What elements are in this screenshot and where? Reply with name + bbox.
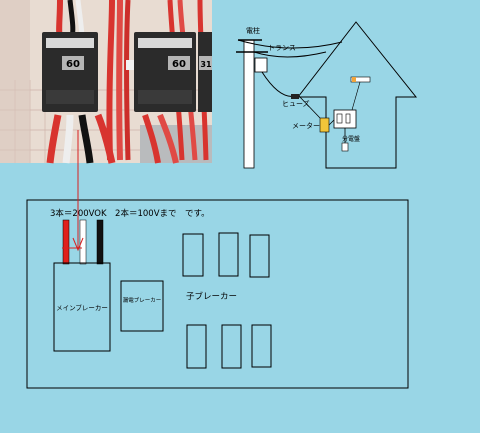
branch-breaker xyxy=(249,234,270,278)
main-breaker-label: メインブレーカー xyxy=(56,303,108,312)
branch-breaker xyxy=(218,232,239,277)
transformer-label: トランス xyxy=(268,44,296,52)
white-wire xyxy=(79,219,87,265)
wiring-note: 3本＝200VOK 2本＝100Vまで です。 xyxy=(50,208,210,219)
pole-label: 電柱 xyxy=(246,26,260,35)
fuse-icon xyxy=(291,94,299,99)
rating-label: 31 xyxy=(200,60,212,69)
panel-label: 分電盤 xyxy=(342,135,360,143)
branch-breaker-label: 子ブレーカー xyxy=(186,291,237,302)
leakage-breaker-box xyxy=(120,280,164,332)
main-breaker-box xyxy=(53,262,111,352)
utility-pole xyxy=(243,39,255,169)
transformer-icon xyxy=(254,57,268,73)
branch-breaker xyxy=(251,324,272,368)
panel-schematic: 3本＝200VOK 2本＝100Vまで です。 メインブレーカー 漏電ブレーカー… xyxy=(26,199,409,389)
meter-label: メーター xyxy=(292,121,320,130)
breaker-photo: 60 60 31 xyxy=(0,0,212,164)
rating-label: 60 xyxy=(66,59,80,70)
house-outline xyxy=(296,21,418,169)
black-wire xyxy=(96,219,104,265)
branch-breaker xyxy=(182,233,204,277)
meter-icon xyxy=(319,117,330,133)
red-wire xyxy=(62,219,70,265)
branch-breaker xyxy=(186,324,207,369)
connector-arrow xyxy=(62,130,84,252)
photo-main-breaker: 60 xyxy=(42,32,98,112)
photo-leakage-breaker: 60 xyxy=(134,32,196,112)
branch-breaker xyxy=(221,324,242,369)
lamp-icon xyxy=(350,76,371,83)
leakage-breaker-label: 漏電ブレーカー xyxy=(123,296,162,304)
panel-box xyxy=(26,199,409,389)
house-diagram: 電柱 トランス ヒューズ メーター 分電盤 xyxy=(236,21,418,169)
photo-branch-breaker: 31 xyxy=(198,32,212,112)
rating-label: 60 xyxy=(172,59,186,70)
fuse-label: ヒューズ xyxy=(282,99,310,108)
